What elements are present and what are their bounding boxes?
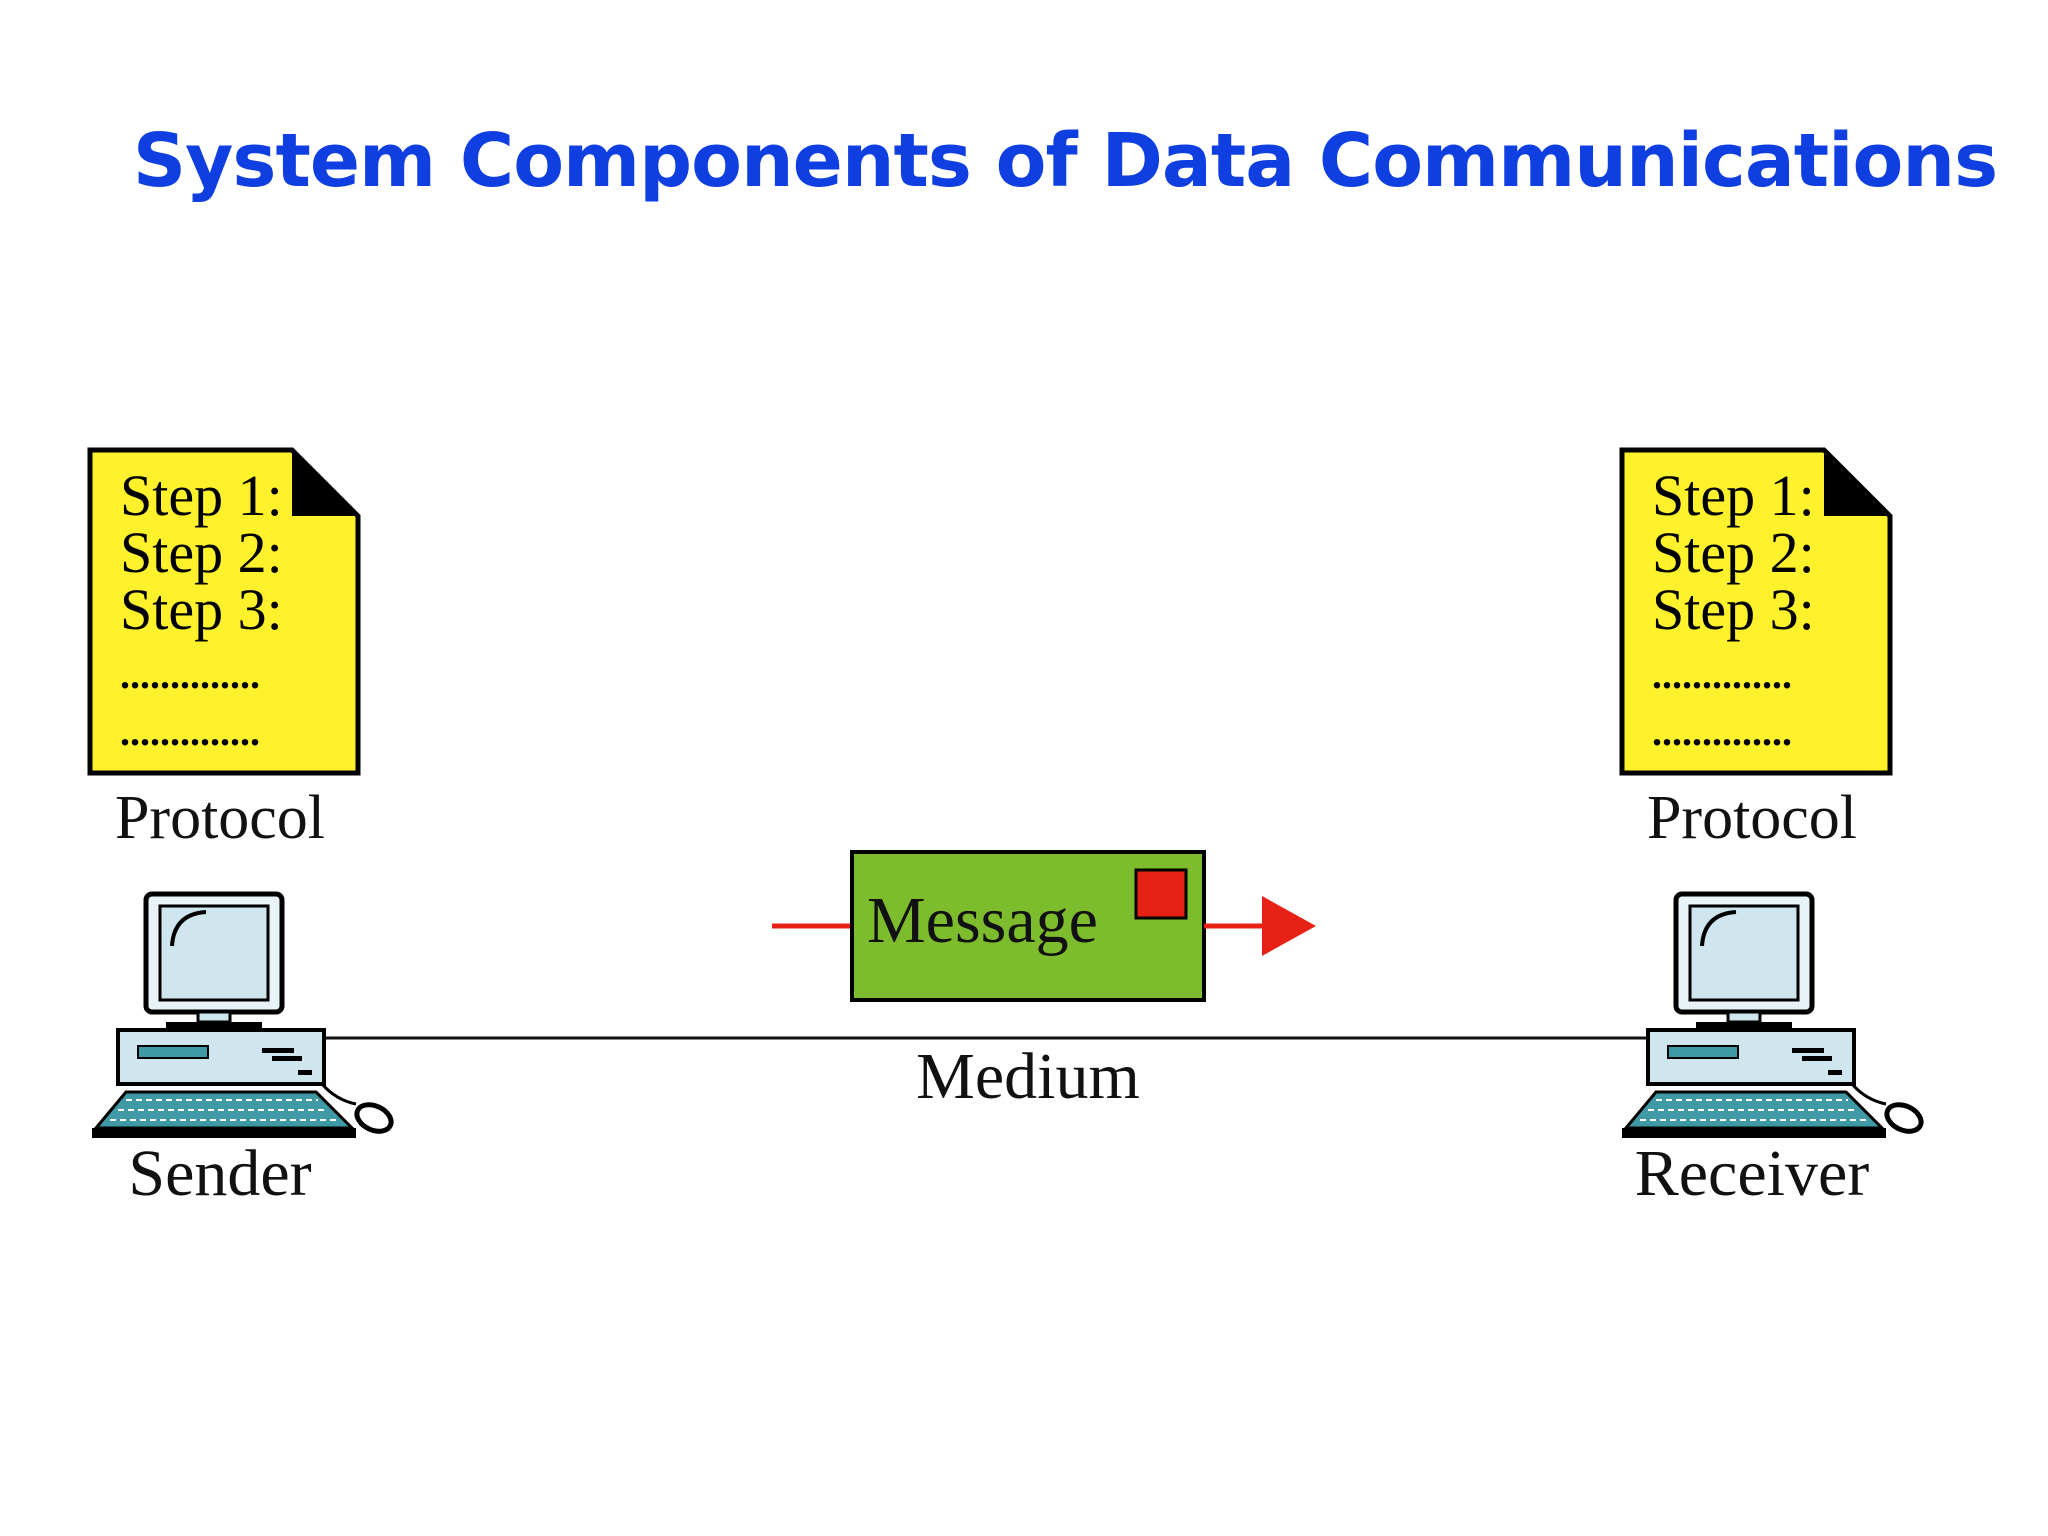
sender-protocol-step-3: Step 3: <box>120 577 283 642</box>
receiver-protocol-step-2: Step 2: <box>1652 520 1815 585</box>
sender-protocol-label: Protocol <box>115 784 325 852</box>
document-fold <box>292 450 358 516</box>
document-icon <box>1619 447 1893 776</box>
receiver-protocol-document: Step 1: Step 2: Step 3: .............. .… <box>1619 447 1893 776</box>
sender-protocol-step-2: Step 2: <box>120 520 283 585</box>
slide-title: System Components of Data Communications <box>132 118 1998 204</box>
receiver-label: Receiver <box>1635 1137 1870 1210</box>
receiver-protocol-step-1: Step 1: <box>1652 463 1815 528</box>
receiver-protocol-dots-1: .............. <box>1652 652 1792 697</box>
document-fold <box>1824 450 1890 516</box>
sender-protocol-dots-1: .............. <box>120 652 260 697</box>
sender-label: Sender <box>128 1137 311 1210</box>
message-flow: Message <box>772 850 1316 1002</box>
arrow-head <box>1262 896 1316 956</box>
sender-protocol-document: Step 1: Step 2: Step 3: .............. .… <box>87 447 361 776</box>
message-label: Message <box>867 884 1098 957</box>
stamp-icon <box>1134 868 1188 920</box>
medium-label: Medium <box>916 1040 1140 1113</box>
sender-protocol-step-1: Step 1: <box>120 463 283 528</box>
sender-protocol-dots-2: .............. <box>120 709 260 754</box>
desktop-computer-icon <box>92 891 394 1138</box>
receiver-protocol-dots-2: .............. <box>1652 709 1792 754</box>
receiver-protocol-step-3: Step 3: <box>1652 577 1815 642</box>
document-icon <box>87 447 361 776</box>
receiver-protocol-label: Protocol <box>1647 784 1857 852</box>
desktop-computer-icon <box>1622 891 1924 1138</box>
